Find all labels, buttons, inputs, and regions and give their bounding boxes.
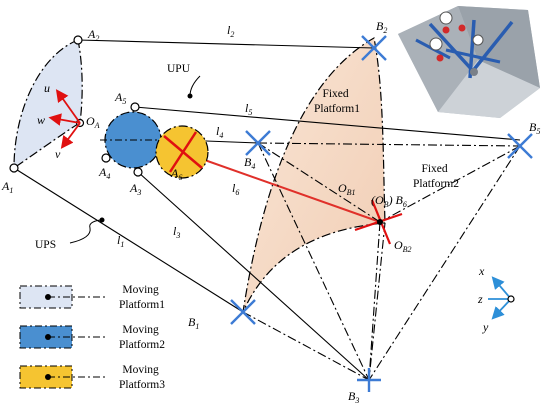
ups-leader-dot	[99, 217, 105, 223]
blue-joint-markers	[230, 35, 533, 392]
link-l3	[137, 171, 370, 381]
marker-b4	[245, 130, 271, 156]
label-a2: A2	[87, 27, 99, 43]
moving-platform1-region	[13, 39, 83, 170]
axis-z-label: z	[477, 292, 483, 306]
label-b1: B1	[188, 315, 199, 331]
label-l1: l1	[117, 233, 124, 249]
legend-item-platform3: Moving Platform3	[19, 364, 165, 391]
marker-b3	[357, 368, 381, 392]
label-b5: B5	[529, 120, 540, 136]
label-a6: A6	[170, 166, 182, 182]
link-l5	[134, 106, 521, 141]
label-ob2: OB2	[394, 238, 412, 254]
joint-circles	[9, 35, 143, 177]
link-l6	[181, 151, 381, 223]
fixed-platform2-label: Fixed Platform2	[413, 163, 459, 190]
link-l1	[13, 167, 244, 313]
axis-w-label: w	[37, 113, 45, 127]
axis-u-label: u	[44, 81, 50, 95]
label-oa: OA	[86, 114, 100, 130]
label-l4: l4	[216, 124, 223, 140]
fixed-platform1-region	[242, 37, 386, 313]
label-b4: B4	[244, 155, 255, 171]
legend-item-label: Moving	[122, 284, 159, 296]
svg-text:Moving Platform1: Moving Platform1	[119, 284, 165, 311]
svg-text:Moving Platform3: Moving Platform3	[119, 364, 165, 391]
legend-item-label: Moving	[122, 364, 159, 376]
marker-b1	[230, 299, 256, 325]
legend-item-platform2: Moving Platform2	[19, 324, 165, 351]
label-ob-b6: (OB) B6	[371, 193, 407, 209]
label-ob1: OB1	[338, 181, 356, 197]
label-l2: l2	[227, 23, 234, 39]
upu-leader-dot	[187, 93, 193, 99]
axis-y-label: y	[482, 320, 489, 334]
axis-x-label: x	[478, 264, 485, 278]
label-a3: A3	[129, 181, 141, 197]
label-l5: l5	[245, 101, 252, 117]
svg-text:Moving Platform2: Moving Platform2	[119, 324, 165, 351]
label-b3: B3	[348, 389, 359, 405]
ups-leader	[69, 219, 101, 244]
local-axes	[48, 89, 81, 149]
label-l3: l3	[173, 224, 180, 240]
legend-item-platform1: Moving Platform1	[19, 284, 165, 311]
label-a1: A1	[1, 179, 13, 195]
label-a5: A5	[114, 90, 126, 106]
fixed-platform2-edges	[242, 142, 521, 381]
robot-render-icon	[398, 6, 540, 118]
a6-red-cross	[163, 131, 203, 173]
axis-v-label: v	[55, 147, 61, 161]
fixed-platform1-label: Fixed Platform1	[314, 88, 360, 115]
legend-item-label: Platform2	[119, 339, 165, 351]
legend-item-label: Platform3	[119, 379, 165, 391]
label-a4: A4	[98, 165, 110, 181]
label-b2: B2	[376, 19, 387, 35]
legend-item-label: Platform1	[119, 299, 165, 311]
link-l2	[77, 39, 375, 49]
ups-label: UPS	[35, 239, 56, 251]
upu-label: UPU	[167, 63, 191, 75]
upu-leader	[189, 75, 201, 97]
global-axes	[488, 276, 512, 320]
legend: Moving Platform1 Moving Platform2 Moving…	[19, 284, 165, 391]
legend-item-label: Moving	[122, 324, 159, 336]
b6-center-dot	[377, 219, 383, 225]
marker-b2	[361, 35, 387, 61]
label-l6: l6	[232, 181, 239, 197]
global-origin	[507, 295, 515, 303]
marker-b5	[507, 133, 533, 159]
